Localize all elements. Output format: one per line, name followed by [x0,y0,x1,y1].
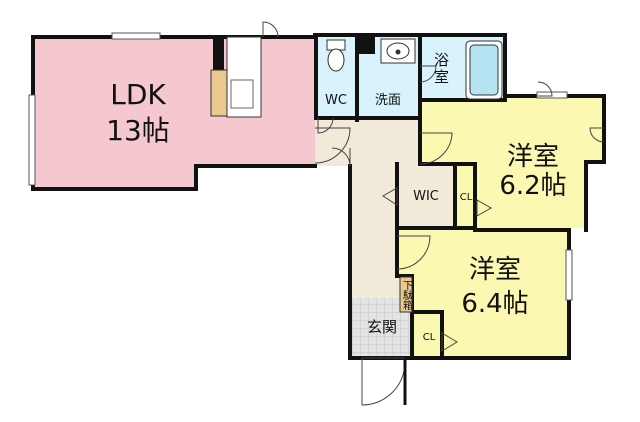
shoe-box-label: 下駄箱 [401,280,413,311]
ldk-size: 13帖 [106,114,170,147]
walls [31,33,606,360]
bedroom1-size: 6.2帖 [499,171,566,201]
wash-basin [380,38,416,64]
wic-floor [397,164,455,228]
wic-label: WIC [413,189,439,204]
wc-label: WC [325,93,347,108]
bath-label: 浴室 [432,52,450,86]
entrance-label: 玄関 [367,318,397,336]
bathtub [465,40,503,100]
bedroom1-floor [420,96,604,228]
shoe-box [399,276,413,313]
toilet-fixture [326,39,346,72]
kitchen-counter [210,36,262,118]
closet2-label: CL [423,332,436,343]
closet1-floor [455,164,477,228]
bedroom1-name: 洋室 [507,142,559,172]
ldk-name: LDK [110,78,166,111]
hallway-floor [315,118,420,356]
pillar [213,37,224,70]
bedroom2-name: 洋室 [469,255,521,285]
closet1-label: CL [460,192,473,203]
washroom-label: 洗面 [375,93,401,108]
bedroom2-size: 6.4帖 [461,289,528,319]
pillar [357,37,375,54]
